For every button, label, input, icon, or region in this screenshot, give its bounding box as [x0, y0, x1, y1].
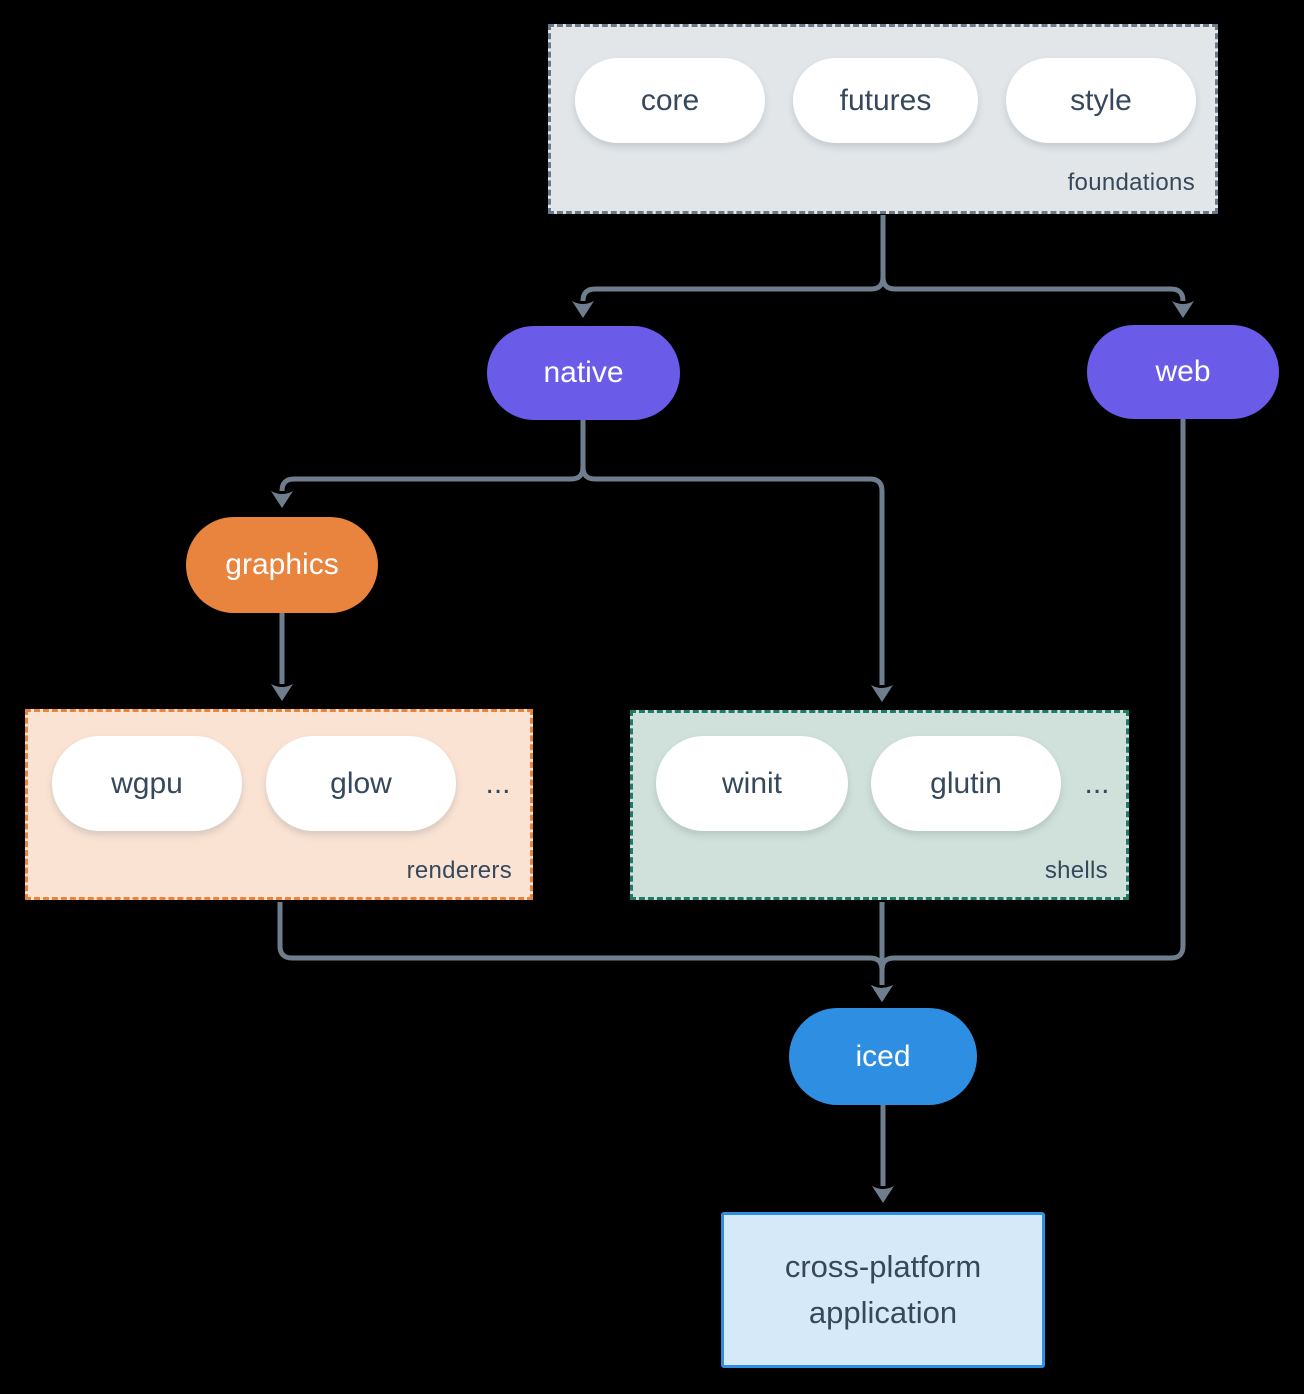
shells-ellipsis: ... — [1084, 767, 1110, 800]
node-native: native — [487, 326, 680, 420]
pill-style-label: style — [1070, 83, 1132, 117]
edge-renderers-iced — [277, 902, 893, 1002]
renderers-group: wgpu glow ... renderers — [25, 709, 533, 900]
pill-glow: glow — [266, 736, 456, 831]
renderers-ellipsis: ... — [485, 767, 511, 800]
node-web: web — [1087, 325, 1279, 419]
edge-foundations-web — [880, 215, 1194, 318]
node-application-line2: application — [808, 1295, 958, 1330]
node-native-label: native — [543, 356, 624, 389]
pill-glutin: glutin — [871, 736, 1061, 831]
node-graphics: graphics — [186, 517, 378, 613]
node-web-label: web — [1155, 355, 1211, 388]
pill-glutin-label: glutin — [930, 766, 1002, 800]
node-application: cross-platform application — [721, 1212, 1045, 1368]
pill-wgpu: wgpu — [52, 736, 242, 831]
foundations-group-label: foundations — [1067, 169, 1195, 196]
shells-group: winit glutin ... shells — [630, 710, 1129, 900]
pill-wgpu-label: wgpu — [111, 766, 183, 800]
node-iced-label: iced — [855, 1039, 911, 1073]
edge-foundations-native — [572, 215, 886, 318]
shells-group-label: shells — [1044, 857, 1108, 884]
pill-winit-label: winit — [721, 766, 782, 800]
edge-native-graphics — [271, 420, 586, 508]
renderers-group-label: renderers — [406, 857, 512, 884]
pill-core: core — [575, 58, 765, 143]
foundations-group: core futures style foundations — [548, 24, 1218, 214]
pill-core-label: core — [640, 83, 700, 117]
pill-glow-label: glow — [330, 766, 392, 800]
pill-winit: winit — [656, 736, 848, 831]
node-graphics-label: graphics — [225, 548, 339, 581]
pill-futures: futures — [793, 58, 978, 143]
node-application-line1: cross-platform — [784, 1249, 982, 1284]
edge-web-iced — [871, 419, 1186, 1002]
edge-native-shells — [580, 420, 893, 702]
pill-style: style — [1006, 58, 1196, 143]
node-iced: iced — [789, 1008, 977, 1105]
pill-futures-label: futures — [839, 83, 932, 117]
